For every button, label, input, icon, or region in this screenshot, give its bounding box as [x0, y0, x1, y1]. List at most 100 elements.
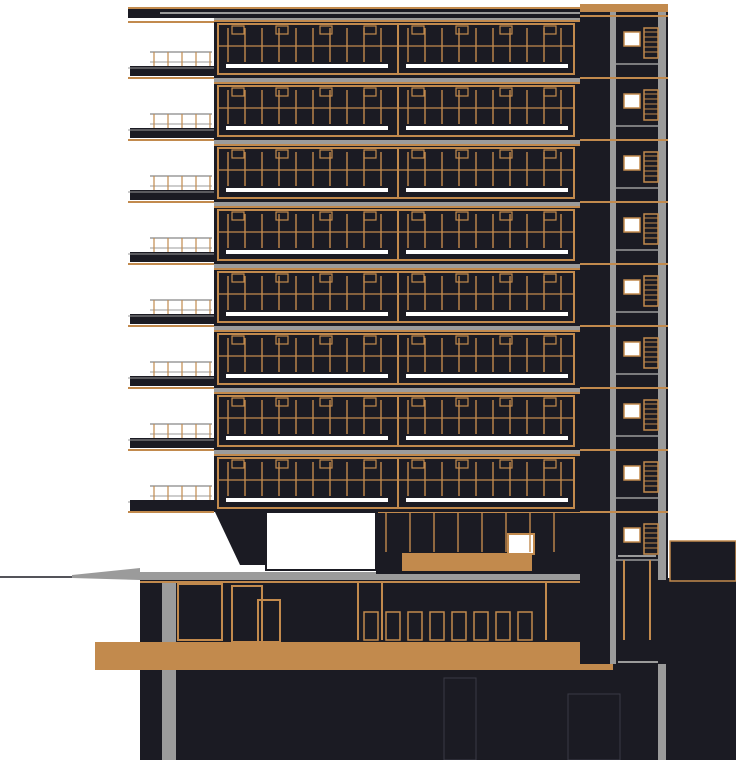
floor-frame: [217, 209, 575, 261]
balcony-slab: [130, 376, 214, 386]
stair-flight: [643, 275, 659, 307]
floor-light-strip: [406, 498, 568, 502]
floor-light-strip: [226, 436, 388, 440]
stair-flight: [643, 523, 659, 555]
core-landing: [580, 325, 668, 375]
core-landing: [580, 449, 668, 499]
ground-door: [495, 611, 511, 641]
window-head: [319, 87, 333, 97]
floor-light-strip: [406, 126, 568, 130]
window-head: [543, 459, 557, 469]
ground-door: [451, 611, 467, 641]
stair-flight: [643, 399, 659, 431]
window-head: [543, 335, 557, 345]
floor-level: [214, 450, 580, 509]
window-head: [231, 25, 245, 35]
window-head: [363, 459, 377, 469]
window-head: [275, 25, 289, 35]
window-head: [411, 459, 425, 469]
window-head: [411, 149, 425, 159]
stair-flight: [643, 461, 659, 493]
window-head: [499, 335, 513, 345]
window-head: [411, 25, 425, 35]
window-head: [543, 211, 557, 221]
window-head: [455, 335, 469, 345]
floor-slab: [214, 326, 580, 330]
balconies: [128, 51, 214, 513]
window-head: [455, 211, 469, 221]
window-head: [363, 397, 377, 407]
window-head: [363, 211, 377, 221]
window-head: [319, 25, 333, 35]
window-head: [319, 211, 333, 221]
window-head: [275, 397, 289, 407]
window-head: [319, 335, 333, 345]
balcony-slab: [130, 500, 214, 512]
window-head: [275, 273, 289, 283]
window-head: [363, 25, 377, 35]
floor-level: [214, 264, 580, 323]
window-head: [455, 149, 469, 159]
window-head: [319, 397, 333, 407]
window-head: [411, 273, 425, 283]
core-window: [623, 403, 641, 419]
window-head: [363, 149, 377, 159]
window-head: [275, 149, 289, 159]
balcony: [128, 299, 214, 327]
window-head: [455, 397, 469, 407]
ground-door: [385, 611, 401, 641]
window-head: [231, 459, 245, 469]
roof: [128, 7, 580, 23]
window-head: [543, 273, 557, 283]
floor-slab: [214, 264, 580, 268]
balcony-slab: [130, 252, 214, 262]
core-landings: [580, 15, 668, 561]
window-head: [499, 25, 513, 35]
window-head: [499, 273, 513, 283]
window-head: [411, 211, 425, 221]
floor-frame: [217, 395, 575, 447]
podium-slab: [140, 572, 580, 580]
floor-light-strip: [226, 312, 388, 316]
window-head: [499, 211, 513, 221]
circulation-core: [580, 4, 668, 664]
balcony-slab: [130, 66, 214, 76]
core-window: [623, 527, 641, 543]
core-landing: [580, 77, 668, 127]
window-head: [543, 87, 557, 97]
ground-door: [429, 611, 445, 641]
floor-frame: [217, 333, 575, 385]
ground-door: [407, 611, 423, 641]
window-head: [455, 87, 469, 97]
window-head: [499, 149, 513, 159]
floor-light-strip: [226, 126, 388, 130]
balcony: [128, 175, 214, 203]
window-head: [543, 397, 557, 407]
floor-light-strip: [226, 188, 388, 192]
balcony: [128, 113, 214, 141]
lower-stair: [618, 555, 658, 663]
core-window: [623, 341, 641, 357]
window-head: [231, 211, 245, 221]
floor-level: [214, 140, 580, 199]
floor-frame: [217, 85, 575, 137]
floor-light-strip: [406, 250, 568, 254]
window-head: [543, 149, 557, 159]
window-head: [455, 459, 469, 469]
floor-level: [214, 78, 580, 137]
window-head: [543, 25, 557, 35]
window-head: [275, 459, 289, 469]
floor-light-strip: [226, 498, 388, 502]
window-head: [319, 273, 333, 283]
balcony: [128, 51, 214, 79]
floor-slab: [214, 388, 580, 392]
window-head: [275, 87, 289, 97]
window-head: [319, 459, 333, 469]
ground-floor-doors: [363, 611, 533, 641]
floor-light-strip: [406, 188, 568, 192]
floor-level: [214, 388, 580, 447]
floor-slab: [214, 202, 580, 206]
balcony-slab: [130, 438, 214, 448]
typical-floors: [214, 16, 580, 509]
